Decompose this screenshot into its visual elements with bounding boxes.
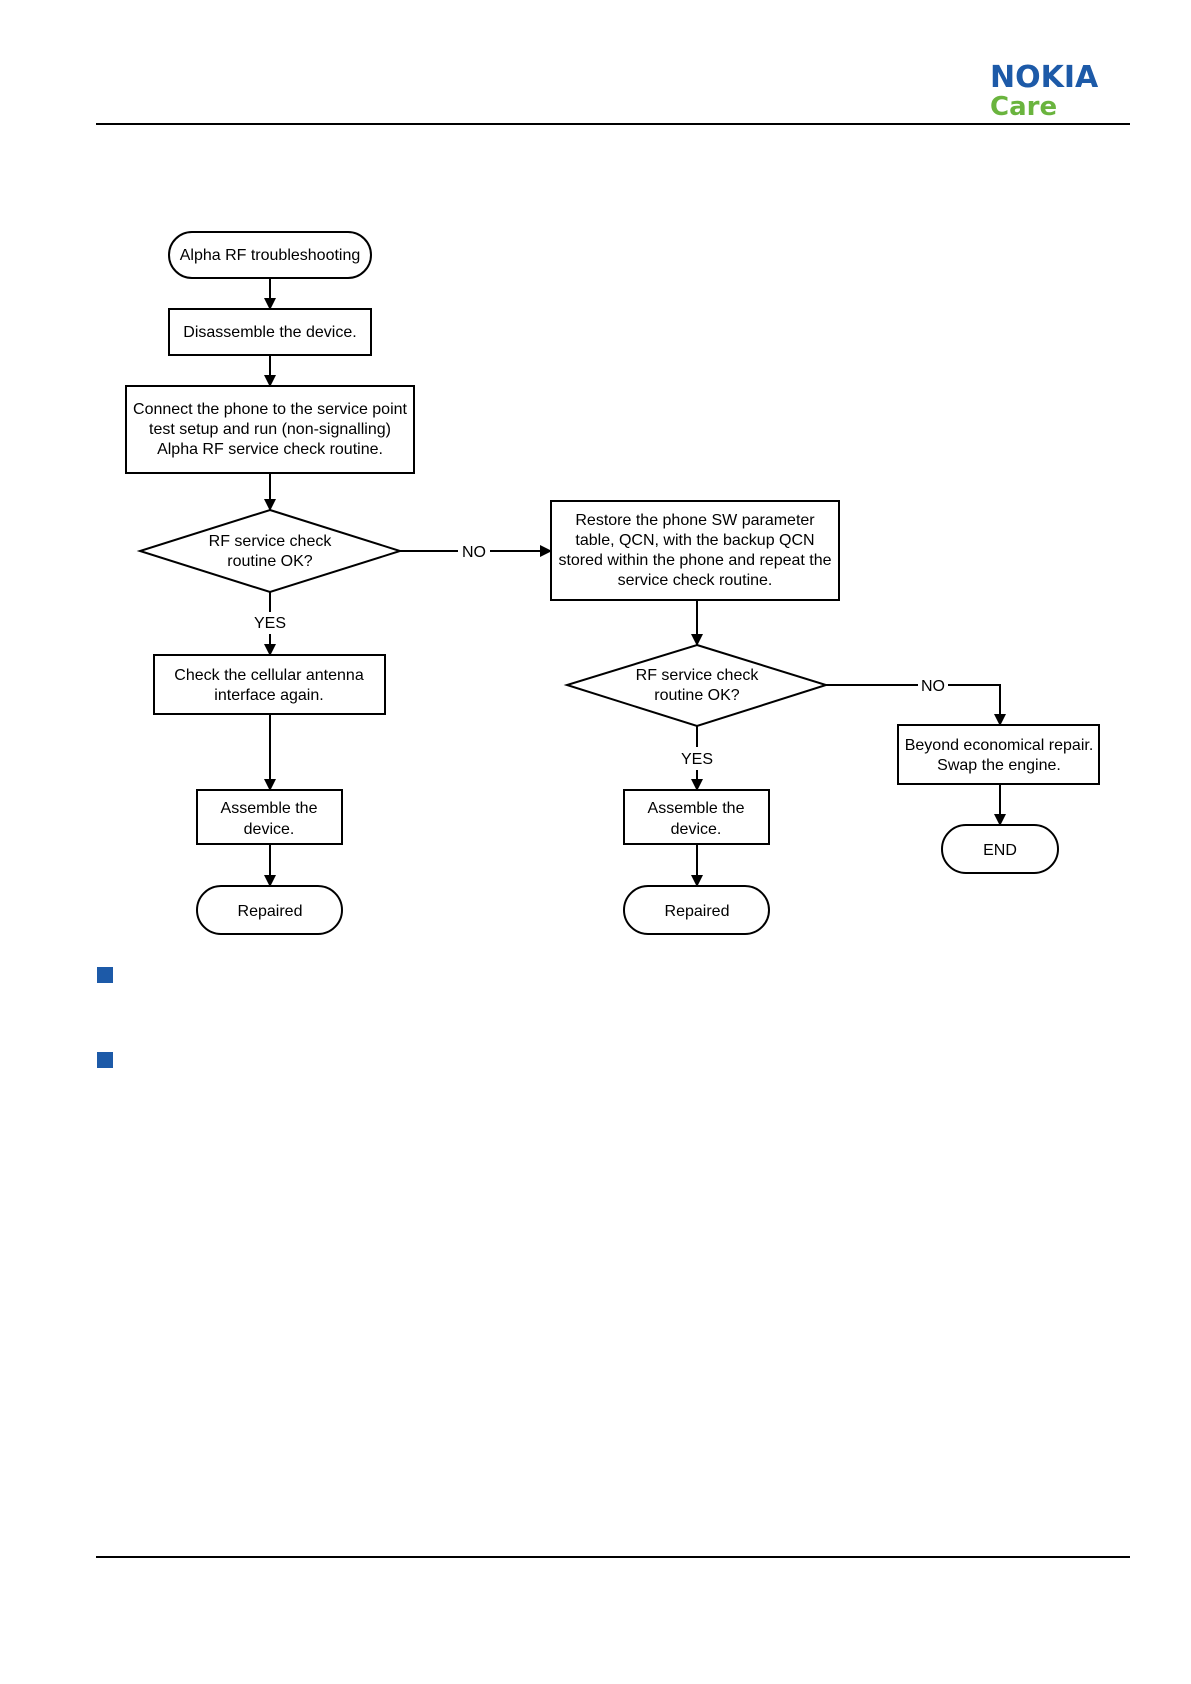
section-bullet-2 [97, 1052, 113, 1068]
logo-care-text: Care [990, 92, 1058, 122]
node-decision-2: RF service check routine OK? [563, 643, 830, 728]
node-connect-line-3: Alpha RF service check routine. [157, 441, 383, 458]
header-divider [96, 123, 1130, 125]
node-assemble-left: Assemble the device. [196, 789, 343, 845]
label-yes-1: YES [254, 615, 286, 632]
node-connect: Connect the phone to the service point t… [125, 385, 415, 474]
node-assemble-left-line-2: device. [244, 821, 295, 838]
node-restore: Restore the phone SW parameter table, QC… [550, 500, 840, 601]
node-repaired-left: Repaired [196, 885, 343, 935]
node-decision-1: RF service check routine OK? [136, 508, 404, 594]
node-check-antenna-line-2: interface again. [214, 687, 323, 704]
node-beyond-repair: Beyond economical repair. Swap the engin… [897, 724, 1100, 785]
footer-divider [96, 1556, 1130, 1558]
node-disassemble-text: Disassemble the device. [183, 324, 356, 341]
node-decision-2-line-2: routine OK? [654, 687, 739, 704]
node-start: Alpha RF troubleshooting [168, 231, 372, 279]
label-yes-2: YES [681, 751, 713, 768]
node-assemble-mid-line-1: Assemble the [648, 800, 745, 817]
node-disassemble: Disassemble the device. [168, 308, 372, 356]
section-bullet-1 [97, 967, 113, 983]
arrow-decision-2-to-beyond-repair [948, 684, 1006, 726]
node-repaired-mid: Repaired [623, 885, 770, 935]
node-restore-line-1: Restore the phone SW parameter [575, 512, 815, 529]
nokia-care-logo: NOKIA Care [990, 60, 1130, 122]
label-no-1: NO [462, 544, 486, 561]
node-decision-2-line-1: RF service check [636, 667, 760, 684]
node-check-antenna: Check the cellular antenna interface aga… [153, 654, 386, 715]
node-repaired-mid-text: Repaired [665, 903, 730, 920]
node-assemble-left-line-1: Assemble the [221, 800, 318, 817]
node-decision-1-line-2: routine OK? [227, 553, 312, 570]
node-start-text: Alpha RF troubleshooting [180, 247, 361, 264]
connectors [264, 278, 1006, 887]
label-no-2: NO [921, 678, 945, 695]
node-beyond-repair-line-2: Swap the engine. [937, 757, 1061, 774]
logo-nokia-text: NOKIA [990, 60, 1099, 95]
node-repaired-left-text: Repaired [238, 903, 303, 920]
node-restore-line-3: stored within the phone and repeat the [558, 552, 831, 569]
node-assemble-mid-line-2: device. [671, 821, 722, 838]
node-beyond-repair-line-1: Beyond economical repair. [905, 737, 1094, 754]
node-restore-line-4: service check routine. [618, 572, 773, 589]
node-end: END [941, 824, 1059, 874]
node-restore-line-2: table, QCN, with the backup QCN [575, 532, 814, 549]
node-decision-1-line-1: RF service check [209, 533, 333, 550]
node-assemble-mid: Assemble the device. [623, 789, 770, 845]
node-connect-line-1: Connect the phone to the service point [133, 401, 408, 418]
node-end-text: END [983, 842, 1017, 859]
node-check-antenna-line-1: Check the cellular antenna [174, 667, 364, 684]
node-connect-line-2: test setup and run (non-signalling) [149, 421, 391, 438]
